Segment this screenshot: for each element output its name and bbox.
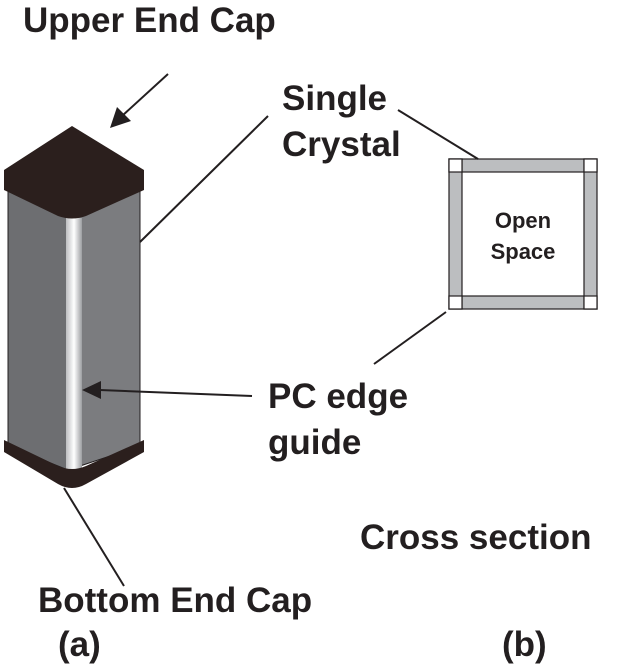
pc-edge-label: PC edge [268,377,409,416]
crystal-column [4,126,144,488]
crystal-left-face [7,187,69,471]
panel-b-label: (b) [502,625,547,664]
crystal-label: Crystal [282,125,401,164]
frame-left-bar [448,158,463,310]
bottom-end-cap-label: Bottom End Cap [38,581,313,620]
pc-edge-arrow-line [99,389,253,397]
upper-cap-arrow-line [121,73,169,117]
corner-top-right [583,158,598,173]
open-label: Open [494,208,552,233]
frame-top-bar [448,158,598,173]
pc-edge-guide [66,218,82,470]
upper-cap-arrowhead [110,107,131,128]
frame-right-bar [583,158,598,310]
corner-bottom-left [448,295,463,310]
pc-edge-arrowhead [82,381,101,399]
corner-top-left [448,158,463,173]
bottom-end-cap [4,440,144,488]
upper-end-cap-label: Upper End Cap [23,1,276,40]
crystal-to-frame-line [397,109,479,160]
panel-a-label: (a) [58,625,101,664]
bottom-cap-leader-line [63,487,125,587]
cross-section-label: Cross section [360,518,592,557]
upper-end-cap [4,126,144,219]
cross-section-frame [448,158,598,310]
single-label: Single [282,79,388,118]
guide-label: guide [268,423,362,462]
frame-to-pc-edge-line [373,311,447,365]
space-label: Space [490,239,556,264]
corner-bottom-right [583,295,598,310]
frame-bottom-bar [448,295,598,310]
crystal-leader-line [139,115,269,243]
